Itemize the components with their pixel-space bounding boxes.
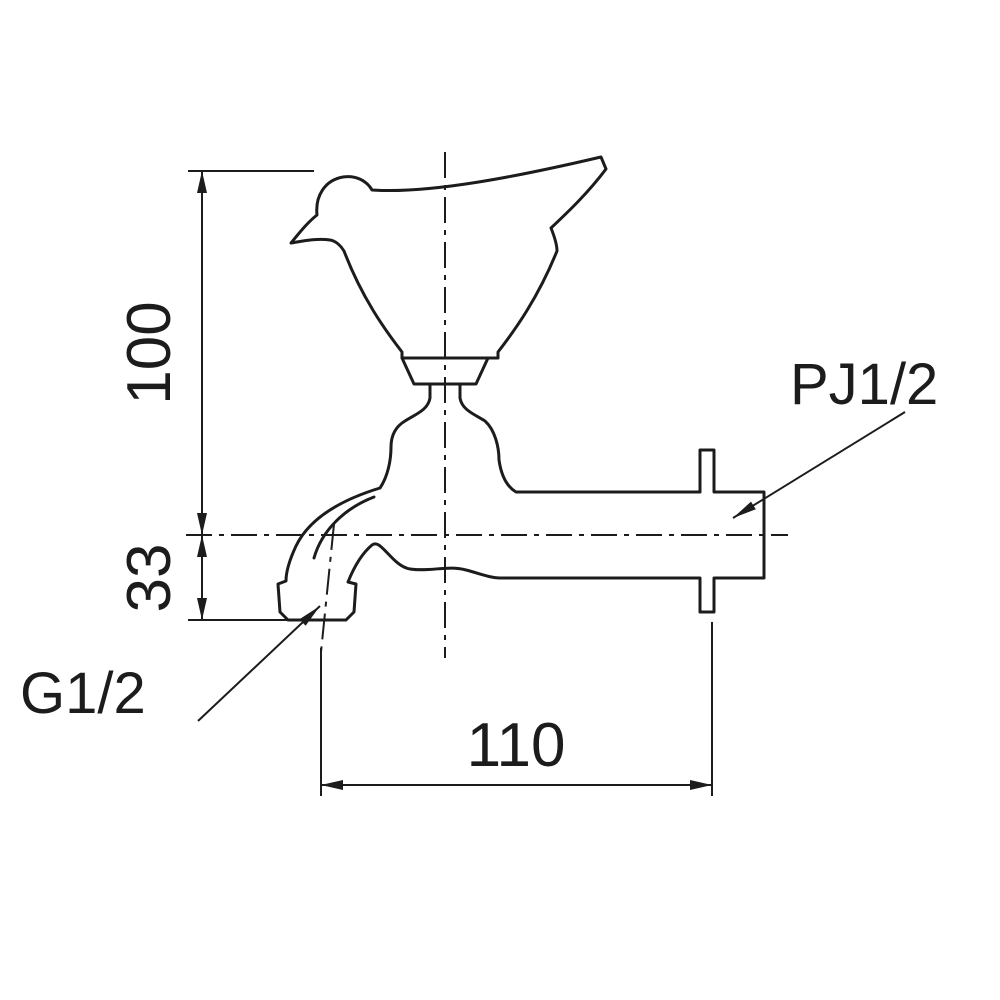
arrow-g-leader xyxy=(299,606,320,626)
faucet-outline xyxy=(276,155,766,622)
arrow-100-top xyxy=(197,171,207,193)
thread-label-outlet: G1/2 xyxy=(20,661,146,726)
leader-line-pj xyxy=(732,411,906,519)
faucet-body xyxy=(276,382,766,622)
arrow-33-bottom xyxy=(197,598,207,620)
dimension-label-100: 100 xyxy=(115,301,184,404)
handle-base-flange xyxy=(400,356,490,386)
dimension-label-110: 110 xyxy=(467,711,566,780)
spout-inner-curve xyxy=(312,495,376,560)
dimension-labels: 100 33 110 PJ1/2 G1/2 xyxy=(20,301,938,780)
centerlines xyxy=(186,152,788,658)
arrow-110-right xyxy=(690,780,712,790)
arrow-110-left xyxy=(321,780,343,790)
dimension-lines xyxy=(188,170,906,796)
outlet-axis-line xyxy=(320,523,335,653)
arrow-pj-leader xyxy=(733,501,756,518)
bird-handle xyxy=(289,155,608,360)
thread-label-inlet: PJ1/2 xyxy=(790,352,938,417)
leader-line-g xyxy=(197,605,321,722)
arrow-33-top xyxy=(197,535,207,557)
arrow-100-bottom xyxy=(197,513,207,535)
dimension-label-33: 33 xyxy=(115,544,184,613)
